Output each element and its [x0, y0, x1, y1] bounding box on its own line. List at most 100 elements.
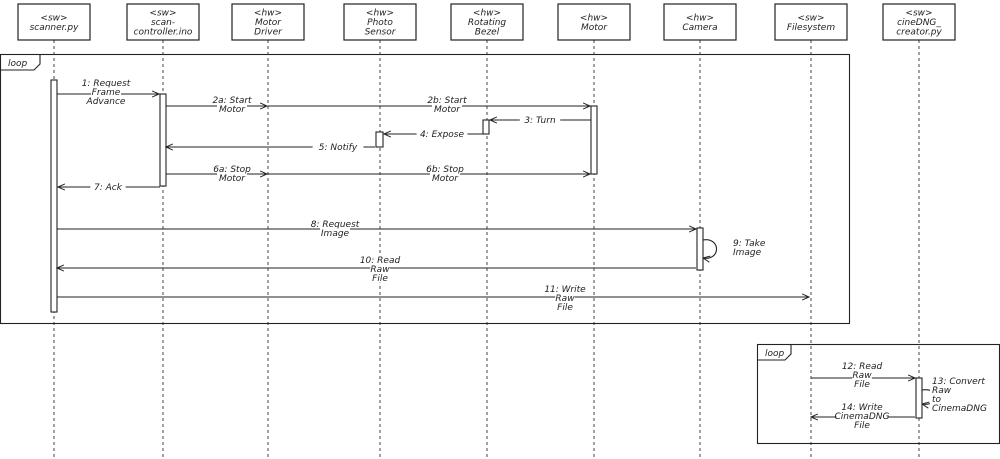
activation-bar: [159, 93, 167, 187]
message-label: CinemaDNG: [932, 404, 987, 414]
message-label-bg: [519, 115, 561, 125]
participant-name: creator.py: [896, 28, 942, 38]
message-label: Raw: [370, 265, 390, 275]
participant-name: controller.ino: [134, 28, 193, 38]
message-label-bg: [416, 129, 468, 139]
message-label: Motor: [219, 105, 246, 115]
message-label: 12: Read: [842, 362, 883, 372]
message-label: File: [372, 274, 388, 284]
message-label-bg: [320, 228, 350, 238]
participant-camera-box: [663, 3, 737, 41]
message-label: 7: Ack: [94, 183, 123, 193]
participant-stereotype: <hw>: [473, 9, 501, 19]
participant-cinedng-creator-py-box: [882, 3, 956, 41]
participant-scan-controller-ino[interactable]: <sw>scan-controller.ino: [126, 3, 200, 41]
message-label: 8: Request: [311, 220, 360, 230]
activation-bar: [375, 131, 384, 148]
message-label-bg: [312, 142, 364, 152]
participant-camera[interactable]: <hw>Camera: [663, 3, 737, 41]
message-label: Motor: [434, 105, 461, 115]
message-label-bg: [91, 87, 121, 97]
message-label: Motor: [432, 174, 459, 184]
loop-frame-tab: [757, 344, 792, 361]
message-7-ack[interactable]: 7: Ack: [58, 182, 160, 194]
message-label-bg: [930, 394, 945, 404]
message-label: File: [854, 421, 870, 431]
message-label-bg: [836, 411, 888, 421]
message-label-bg: [357, 255, 403, 265]
participant-name: Sensor: [365, 28, 397, 38]
message-label: 10: Read: [360, 256, 401, 266]
message-label: 2b: Start: [427, 96, 467, 106]
message-label-bg: [367, 273, 393, 283]
participant-scan-controller-ino-box: [126, 3, 200, 41]
loop-frame-border: [756, 343, 1000, 445]
participant-motor-box: [557, 3, 631, 41]
message-label-bg: [209, 164, 255, 174]
message-5-notify[interactable]: 5: Notify: [166, 142, 375, 154]
message-label: 11: Write: [544, 285, 586, 295]
participant-filesystem[interactable]: <sw>Filesystem: [774, 3, 848, 41]
message-label-bg: [430, 173, 460, 183]
activation-bar: [590, 105, 598, 175]
self-message-arrow: [703, 239, 718, 259]
loop-frame-tab: [0, 54, 41, 71]
message-3-turn[interactable]: 3: Turn: [490, 115, 591, 127]
participant-stereotype: <sw>: [797, 13, 824, 23]
message-label: Motor: [219, 174, 246, 184]
message-label-bg: [422, 164, 468, 174]
message-label-bg: [432, 104, 462, 114]
participant-stereotype: <sw>: [905, 9, 932, 19]
message-label: Frame: [92, 88, 121, 98]
message-label-bg: [206, 95, 258, 105]
message-label-bg: [849, 420, 875, 430]
message-label: 9: Take: [733, 239, 766, 249]
message-label-bg: [217, 104, 247, 114]
participant-name: Filesystem: [787, 23, 835, 33]
message-label: 1: Request: [82, 79, 131, 89]
participant-name: scan-: [151, 18, 175, 28]
message-label-bg: [217, 173, 247, 183]
message-label-bg: [930, 403, 981, 413]
message-4-expose[interactable]: 4: Expose: [384, 129, 483, 141]
participant-stereotype: <hw>: [686, 13, 714, 23]
activation-bar: [696, 227, 704, 271]
participant-name: Motor: [255, 18, 282, 28]
participant-photo-sensor-box: [343, 3, 417, 41]
participant-motor[interactable]: <hw>Motor: [557, 3, 631, 41]
activation-bar: [50, 79, 58, 313]
message-label: to: [932, 395, 942, 405]
message-label-bg: [421, 95, 473, 105]
message-label-bg: [731, 247, 761, 257]
message-label: File: [854, 380, 870, 390]
loop-frame-label: loop: [8, 59, 28, 69]
participant-scanner-py[interactable]: <sw>scanner.py: [17, 3, 91, 41]
message-label: Raw: [555, 294, 575, 304]
participant-stereotype: <hw>: [366, 9, 394, 19]
message-label: Advance: [86, 97, 126, 107]
message-label: 6a: Stop: [213, 165, 251, 175]
message-label: 13: Convert: [932, 377, 985, 387]
message-label-bg: [852, 370, 872, 380]
activation-bar: [482, 119, 490, 135]
participant-name: Camera: [682, 23, 717, 33]
participant-cinedng-creator-py[interactable]: <sw>cineDNG_creator.py: [882, 3, 956, 41]
message-label-bg: [90, 182, 126, 192]
message-label: Image: [321, 229, 350, 239]
participant-name: Motor: [581, 23, 608, 33]
